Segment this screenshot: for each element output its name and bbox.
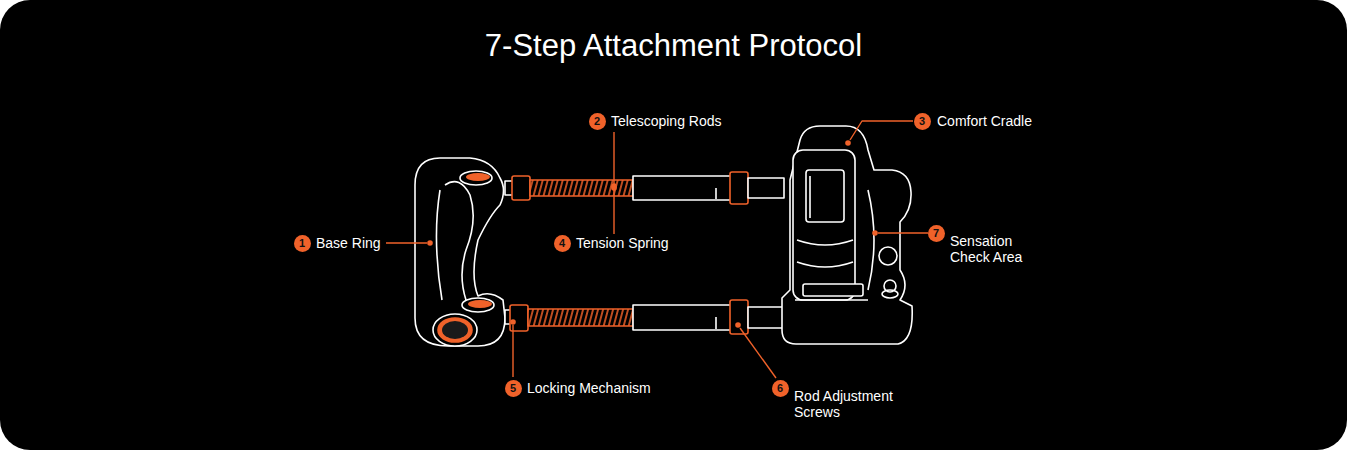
part-label: Sensation Check Area (950, 233, 1040, 265)
callout-number: 1 (294, 235, 311, 252)
diagram-title: 7-Step Attachment Protocol (0, 28, 1347, 64)
callout-number: 6 (772, 380, 789, 397)
part-label: Locking Mechanism (527, 380, 651, 396)
callout-number: 3 (914, 113, 931, 130)
callout-number: 7 (928, 225, 945, 242)
part-label: Rod Adjustment Screws (794, 388, 906, 420)
part-label: Comfort Cradle (937, 113, 1032, 129)
part-label: Base Ring (316, 235, 381, 251)
callout-number: 4 (554, 235, 571, 252)
callout-number: 5 (505, 380, 522, 397)
part-label: Tension Spring (576, 235, 669, 251)
callout-number: 2 (589, 113, 606, 130)
part-label: Telescoping Rods (611, 113, 722, 129)
